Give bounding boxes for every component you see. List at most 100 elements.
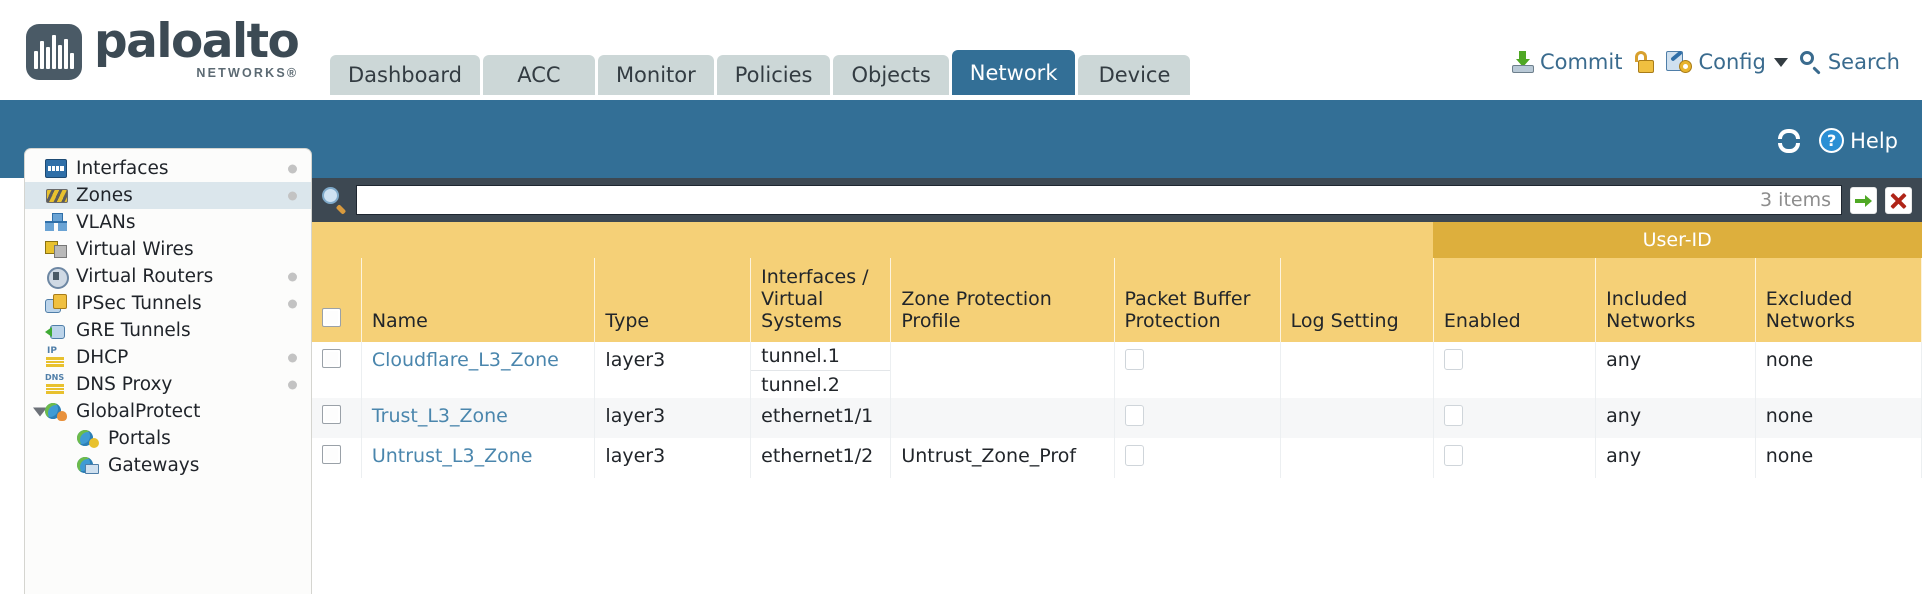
table-row[interactable]: Cloudflare_L3_Zone layer3 tunnel.1 tunne… <box>312 342 1922 398</box>
column-header-name[interactable]: Name <box>361 258 596 342</box>
sidebar-item-dns-proxy[interactable]: DNS Proxy <box>25 371 311 398</box>
row-checkbox[interactable] <box>322 445 341 464</box>
cell-type: layer3 <box>594 398 752 438</box>
zones-table: User-ID Name Type Interfaces / Virtual S… <box>312 222 1922 478</box>
vlans-icon <box>45 213 67 232</box>
sidebar-item-portals[interactable]: Portals <box>25 425 311 452</box>
sidebar-item-label: GlobalProtect <box>76 401 201 422</box>
virtual-wires-icon <box>45 240 67 259</box>
cell-packet-buffer <box>1114 398 1281 438</box>
zone-name-link[interactable]: Trust_L3_Zone <box>371 405 508 427</box>
row-select-cell <box>312 398 362 438</box>
column-header-zone-protection[interactable]: Zone Protection Profile <box>890 258 1115 342</box>
portals-icon <box>77 429 99 448</box>
interface-item: tunnel.2 <box>751 370 891 398</box>
cell-zone-protection: Untrust_Zone_Prof <box>890 438 1115 478</box>
packet-buffer-checkbox[interactable] <box>1124 349 1144 370</box>
status-dot <box>288 191 297 200</box>
column-header-enabled[interactable]: Enabled <box>1433 258 1597 342</box>
gateways-icon <box>77 456 99 475</box>
zone-name-link[interactable]: Cloudflare_L3_Zone <box>371 349 559 371</box>
sidebar-item-virtual-wires[interactable]: Virtual Wires <box>25 236 311 263</box>
tab-device[interactable]: Device <box>1078 55 1191 95</box>
tab-policies[interactable]: Policies <box>716 55 831 95</box>
tab-network[interactable]: Network <box>951 50 1076 95</box>
unlock-padlock-icon[interactable] <box>1634 51 1655 73</box>
column-header-excluded[interactable]: Excluded Networks <box>1755 258 1922 342</box>
row-checkbox[interactable] <box>322 349 341 368</box>
commit-button[interactable]: Commit <box>1511 50 1623 74</box>
column-header-type[interactable]: Type <box>594 258 752 342</box>
zones-icon <box>45 186 68 205</box>
help-button[interactable]: ? Help <box>1819 128 1898 153</box>
cell-zone-protection <box>890 342 1115 398</box>
zone-name-link[interactable]: Untrust_L3_Zone <box>371 445 533 467</box>
cell-included-networks: any <box>1595 398 1756 438</box>
sidebar-item-label: DNS Proxy <box>76 374 173 395</box>
status-dot <box>288 353 297 362</box>
refresh-icon[interactable] <box>1777 128 1803 153</box>
magnifier-icon[interactable] <box>322 187 348 215</box>
sidebar-item-dhcp[interactable]: DHCP <box>25 344 311 371</box>
table-row[interactable]: Trust_L3_Zone layer3 ethernet1/1 any non… <box>312 398 1922 438</box>
config-menu[interactable]: Config <box>1666 50 1788 74</box>
sub-header-band: ? Help <box>0 100 1922 178</box>
row-checkbox[interactable] <box>322 405 341 424</box>
band-actions: ? Help <box>1777 128 1898 153</box>
tab-acc[interactable]: ACC <box>482 55 595 95</box>
expand-triangle-icon[interactable] <box>33 407 47 416</box>
tab-objects[interactable]: Objects <box>833 55 949 95</box>
packet-buffer-checkbox[interactable] <box>1124 445 1144 466</box>
cell-type: layer3 <box>594 342 752 398</box>
sidebar-item-ipsec-tunnels[interactable]: IPSec Tunnels <box>25 290 311 317</box>
cell-zone-protection <box>890 398 1115 438</box>
main-nav-tabs: Dashboard ACC Monitor Policies Objects N… <box>330 50 1191 95</box>
select-all-checkbox[interactable] <box>322 308 341 327</box>
clear-filter-button[interactable] <box>1885 186 1912 214</box>
sidebar-item-globalprotect[interactable]: GlobalProtect <box>25 398 311 425</box>
sidebar-item-vlans[interactable]: VLANs <box>25 209 311 236</box>
search-input[interactable]: 3 items <box>356 185 1842 215</box>
sidebar-item-gateways[interactable]: Gateways <box>25 452 311 479</box>
status-dot <box>288 299 297 308</box>
userid-enabled-checkbox[interactable] <box>1443 349 1463 370</box>
config-icon <box>1666 50 1693 73</box>
table-group-header-row: User-ID <box>312 222 1922 258</box>
cell-name: Trust_L3_Zone <box>361 398 596 438</box>
virtual-routers-icon <box>45 267 69 289</box>
sidebar-item-gre-tunnels[interactable]: GRE Tunnels <box>25 317 311 344</box>
sidebar-item-label: Zones <box>76 185 133 206</box>
column-header-included[interactable]: Included Networks <box>1595 258 1756 342</box>
sidebar-item-interfaces[interactable]: Interfaces <box>25 155 311 182</box>
tab-monitor[interactable]: Monitor <box>597 55 714 95</box>
column-header-log-setting[interactable]: Log Setting <box>1280 258 1434 342</box>
sidebar-item-label: Gateways <box>108 455 200 476</box>
tab-dashboard[interactable]: Dashboard <box>330 55 480 95</box>
apply-filter-button[interactable] <box>1850 186 1877 214</box>
search-button[interactable]: Search <box>1799 50 1900 75</box>
ipsec-tunnels-icon <box>45 294 67 313</box>
search-label: Search <box>1827 50 1900 74</box>
userid-enabled-checkbox[interactable] <box>1443 445 1463 466</box>
cell-type: layer3 <box>594 438 752 478</box>
cell-log-setting <box>1280 438 1434 478</box>
cell-name: Cloudflare_L3_Zone <box>361 342 596 398</box>
packet-buffer-checkbox[interactable] <box>1124 405 1144 426</box>
sidebar-item-zones[interactable]: Zones <box>25 182 311 209</box>
gre-tunnels-icon <box>45 321 67 340</box>
commit-label: Commit <box>1539 50 1623 74</box>
search-icon <box>1799 51 1822 75</box>
row-select-cell <box>312 342 362 398</box>
cell-excluded-networks: none <box>1755 342 1922 398</box>
table-row[interactable]: Untrust_L3_Zone layer3 ethernet1/2 Untru… <box>312 438 1922 478</box>
network-sidebar: Interfaces Zones VLANs Virtual Wires Vir… <box>24 148 312 594</box>
column-header-packet-buffer[interactable]: Packet Buffer Protection <box>1114 258 1281 342</box>
cell-userid-enabled <box>1433 342 1597 398</box>
interface-item: tunnel.1 <box>761 345 840 367</box>
column-header-interfaces[interactable]: Interfaces / Virtual Systems <box>750 258 892 342</box>
userid-enabled-checkbox[interactable] <box>1443 405 1463 426</box>
cell-included-networks: any <box>1595 438 1756 478</box>
interfaces-icon <box>45 159 67 178</box>
sidebar-item-virtual-routers[interactable]: Virtual Routers <box>25 263 311 290</box>
